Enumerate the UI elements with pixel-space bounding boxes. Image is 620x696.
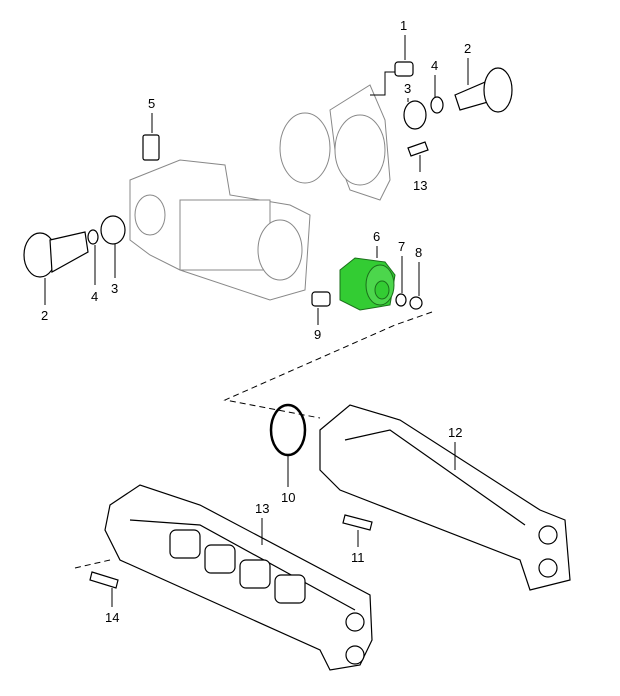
callout-8[interactable]: 8 bbox=[415, 245, 422, 260]
callout-3[interactable]: 3 bbox=[404, 81, 411, 96]
breather-part-5 bbox=[142, 113, 160, 161]
callout-11[interactable]: 11 bbox=[351, 550, 365, 565]
drive-flange-left bbox=[23, 231, 89, 305]
o-ring-part-10 bbox=[269, 403, 307, 487]
bolt-part-11 bbox=[342, 514, 373, 547]
callout-14[interactable]: 14 bbox=[105, 610, 119, 625]
washer-part-7 bbox=[395, 256, 407, 307]
callout-1[interactable]: 1 bbox=[400, 18, 407, 33]
callout-12[interactable]: 12 bbox=[448, 425, 462, 440]
nut-part-8 bbox=[409, 262, 423, 310]
callout-9[interactable]: 9 bbox=[314, 327, 321, 342]
drive-flange-right bbox=[454, 58, 513, 113]
callout-5[interactable]: 5 bbox=[148, 96, 155, 111]
assembly-leader-line bbox=[223, 311, 433, 419]
crossmember-part-12 bbox=[319, 404, 571, 591]
callout-2[interactable]: 2 bbox=[464, 41, 471, 56]
callout-7[interactable]: 7 bbox=[398, 239, 405, 254]
callout-13[interactable]: 13 bbox=[413, 178, 427, 193]
callout-6[interactable]: 6 bbox=[373, 229, 380, 244]
crossmember-part-13 bbox=[104, 484, 373, 671]
callout-2[interactable]: 2 bbox=[41, 308, 48, 323]
seal-ring-right bbox=[403, 75, 444, 130]
callout-4[interactable]: 4 bbox=[431, 58, 438, 73]
plug-part-1 bbox=[370, 35, 414, 96]
bolt-part-14 bbox=[74, 559, 119, 607]
highlighted-part-6[interactable] bbox=[339, 246, 396, 311]
callout-3[interactable]: 3 bbox=[111, 281, 118, 296]
bolt-part-13-top bbox=[407, 141, 429, 172]
callout-13[interactable]: 13 bbox=[255, 501, 269, 516]
callout-4[interactable]: 4 bbox=[91, 289, 98, 304]
callout-10[interactable]: 10 bbox=[281, 490, 295, 505]
plug-part-9 bbox=[311, 291, 331, 325]
seal-ring-left bbox=[87, 215, 126, 285]
transmission-housing bbox=[129, 84, 391, 301]
